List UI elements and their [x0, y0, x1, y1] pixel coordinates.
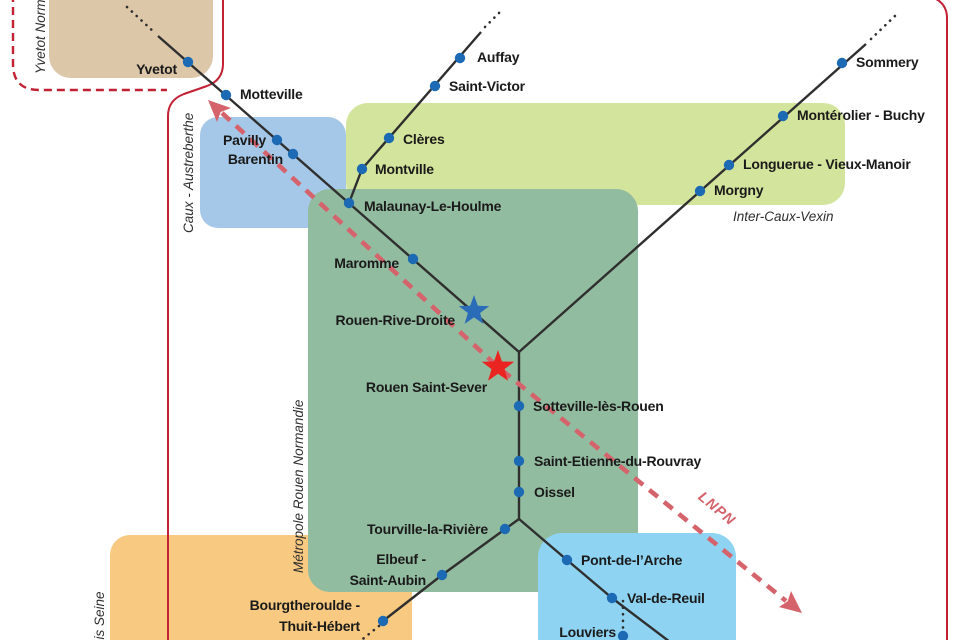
boundary-red-dashed-yvetot — [11, 0, 167, 92]
station-label-cleres: Clères — [403, 131, 445, 147]
zone-label-metropole: Métropole Rouen Normandie — [291, 399, 306, 573]
line-dotted-auffay — [483, 7, 505, 29]
line-val-de-reuil-branch — [518, 518, 670, 640]
station-label-val-de-reuil: Val-de-Reuil — [627, 590, 705, 606]
dot-cleres — [383, 132, 395, 144]
boundary-red-right — [935, 0, 948, 640]
rail-lines-dotted — [125, 5, 899, 640]
rouen-saint-sever-star-icon — [481, 350, 515, 381]
zone-label-inter-caux-vexin: Inter-Caux-Vexin — [733, 209, 834, 224]
station-dots — [182, 52, 848, 640]
station-label-pavilly: Pavilly — [223, 132, 266, 148]
station-label-louviers: Louviers — [559, 624, 616, 640]
dot-sommery — [836, 57, 848, 69]
dot-val-de-reuil — [606, 592, 618, 604]
dot-malaunay — [343, 197, 355, 209]
station-label-yvetot: Yvetot — [136, 61, 177, 77]
station-label-sommery: Sommery — [856, 54, 919, 70]
dot-auffay — [454, 52, 466, 64]
rouen-rive-droite-star-icon — [458, 295, 490, 324]
station-label-maromme: Maromme — [334, 255, 399, 271]
line-sommery-branch — [518, 43, 867, 353]
dot-pavilly — [271, 134, 283, 146]
dot-sotteville — [513, 400, 525, 412]
dot-pont-de-larche — [561, 554, 573, 566]
dot-montville — [356, 163, 368, 175]
station-label-morgny: Morgny — [714, 182, 764, 198]
station-label-pont-de-larche: Pont-de-l’Arche — [581, 552, 683, 568]
line-dotted-nw — [125, 5, 157, 35]
dot-maromme — [407, 253, 419, 265]
station-label-montville: Montville — [375, 161, 434, 177]
dot-elbeuf — [436, 569, 448, 581]
zone-label-yvetot-normandie: Yvetot Normandie — [33, 0, 48, 74]
dot-barentin — [287, 148, 299, 160]
dot-motteville — [220, 89, 232, 101]
dot-saint-victor — [429, 80, 441, 92]
zone-inter-caux-vexin-box — [346, 103, 845, 205]
station-label-monterolier: Montérolier - Buchy — [797, 107, 925, 123]
zone-metropole-box — [308, 189, 638, 592]
zone-seine-eure-box — [538, 533, 736, 640]
line-dotted-sw — [359, 624, 381, 640]
station-label-longuerue: Longuerue - Vieux-Manoir — [743, 156, 911, 172]
boundary-red-left — [167, 0, 224, 640]
zone-label-caux-austreberthe: Caux - Austreberthe — [181, 112, 196, 233]
dot-monterolier — [777, 110, 789, 122]
dot-longuerue — [723, 159, 735, 171]
station-label-sotteville: Sotteville-lès-Rouen — [533, 398, 664, 414]
station-label-bourgtheroulde: Bourgtheroulde - Thuit-Hébert — [249, 597, 361, 634]
station-label-rouen-rive-droite: Rouen-Rive-Droite — [335, 312, 456, 328]
dot-louviers — [617, 630, 629, 640]
station-label-oissel: Oissel — [534, 484, 575, 500]
dot-bourgtheroulde — [377, 615, 389, 627]
station-label-saint-victor: Saint-Victor — [449, 78, 525, 94]
lnpn-arrow-up-icon — [208, 100, 231, 122]
lnpn-arrow-down-icon — [779, 591, 802, 613]
dot-tourville — [499, 523, 511, 535]
station-label-rouen-saint-sever: Rouen Saint-Sever — [365, 379, 487, 395]
station-label-saint-etienne: Saint-Etienne-du-Rouvray — [534, 453, 702, 469]
station-label-auffay: Auffay — [477, 49, 520, 65]
dot-saint-etienne — [513, 455, 525, 467]
dot-morgny — [694, 185, 706, 197]
station-label-barentin: Barentin — [227, 151, 283, 167]
station-label-motteville: Motteville — [240, 86, 303, 102]
station-label-elbeuf: Elbeuf - Saint-Aubin — [349, 551, 427, 588]
zone-label-roumois-seine: Roumois Seine — [92, 591, 107, 640]
zone-yvetot-normandie-box — [49, 0, 213, 78]
station-label-tourville: Tourville-la-Rivière — [366, 521, 488, 537]
station-label-malaunay: Malaunay-Le-Houlme — [364, 198, 502, 214]
line-dotted-ne — [869, 12, 899, 41]
zone-caux-austreberthe-box — [200, 117, 346, 228]
dot-yvetot — [182, 56, 194, 68]
dot-oissel — [513, 486, 525, 498]
